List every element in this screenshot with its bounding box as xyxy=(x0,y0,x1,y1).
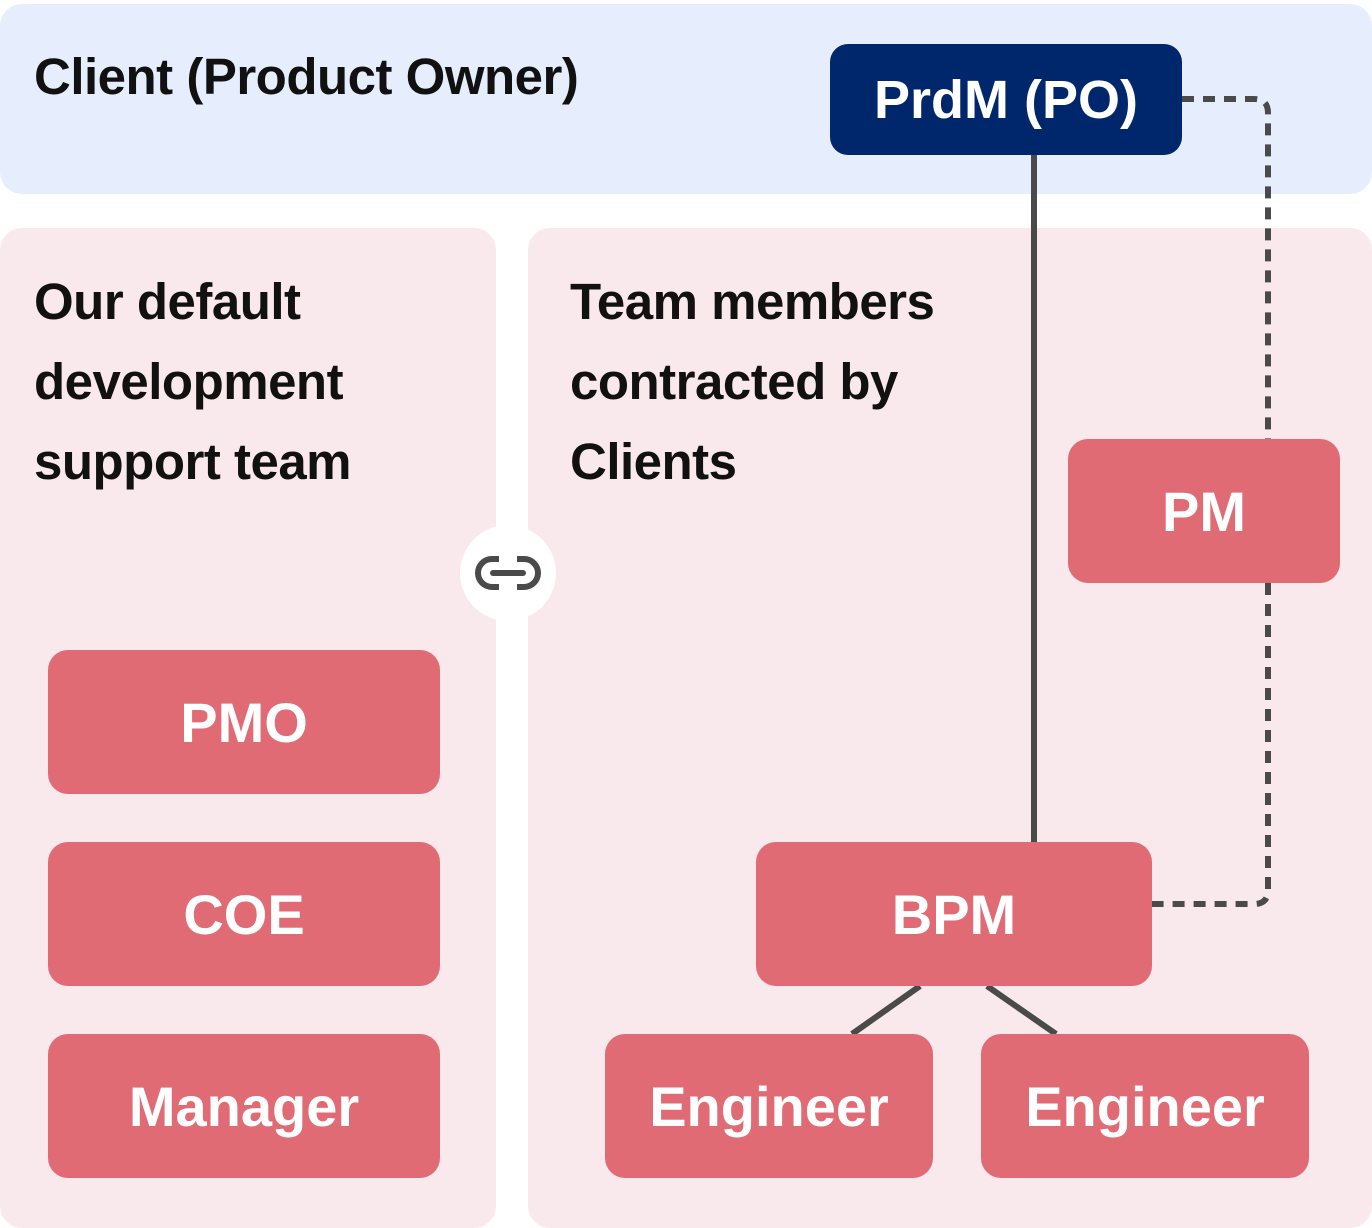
manager-box: Manager xyxy=(48,1034,440,1178)
default-team-title: Our default development support team xyxy=(34,273,352,490)
bpm-box: BPM xyxy=(756,842,1152,986)
client-title: Client (Product Owner) xyxy=(34,48,579,105)
bpm-engineer-2-connector xyxy=(985,983,1058,1037)
pm-bpm-connector xyxy=(1152,583,1271,907)
bpm-engineer-1-connector xyxy=(850,983,922,1037)
link-icon xyxy=(475,556,541,590)
prdm-pm-connector xyxy=(1182,96,1271,439)
link-badge xyxy=(460,525,556,621)
pm-box: PM xyxy=(1068,439,1340,583)
engineer-box: Engineer xyxy=(981,1034,1309,1178)
prdm-po-box: PrdM (PO) xyxy=(830,44,1182,155)
coe-box: COE xyxy=(48,842,440,986)
engineer-box: Engineer xyxy=(605,1034,933,1178)
client-team-title: Team members contracted by Clients xyxy=(570,273,935,490)
pmo-box: PMO xyxy=(48,650,440,794)
